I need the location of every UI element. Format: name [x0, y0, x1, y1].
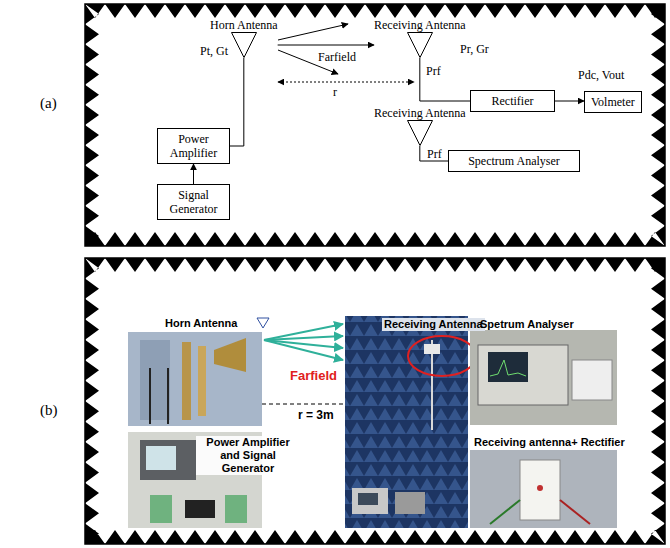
antenna-symbol	[231, 32, 257, 58]
analyser-box: Spectrum Analyser	[448, 150, 580, 172]
voltmeter-box: Volmeter	[584, 91, 642, 113]
node-label: Rectifier	[477, 94, 548, 108]
horn-photo	[128, 318, 269, 426]
absorber-teeth	[85, 258, 665, 544]
signal-name: Prf	[427, 147, 442, 161]
node-label: Volmeter	[591, 95, 635, 109]
rectifier-box: Rectifier	[470, 90, 555, 112]
signal-line	[420, 146, 448, 161]
distance-label: r = 3m	[298, 408, 334, 422]
node-label: Horn Antenna	[210, 18, 278, 32]
distance-line	[262, 404, 345, 405]
spectrum-analyser-photo	[470, 330, 617, 425]
node-label: Power Amplifier	[164, 132, 223, 160]
signal-line	[555, 101, 584, 102]
panel-frame	[85, 4, 665, 246]
panel-letter: (b)	[40, 402, 58, 419]
antenna-symbol	[407, 32, 433, 58]
photo-label: Receiving antenna+ Rectifier	[474, 436, 625, 449]
absorber-teeth	[85, 4, 665, 246]
panel-letter: (a)	[40, 95, 57, 112]
node-label: Signal Generator	[164, 188, 223, 216]
receiving-antenna: Receiving Antenna	[374, 106, 466, 146]
photo-label: Receiving Antenna	[382, 318, 485, 331]
photo-label: Horn Antenna	[165, 317, 237, 330]
amplifier-box: Power Amplifier	[157, 128, 230, 164]
farfield-arrows	[278, 24, 348, 74]
generator-box: Signal Generator	[157, 184, 230, 220]
node-label: Receiving Antenna	[374, 18, 466, 32]
chamber-photo	[345, 316, 476, 528]
node-label: Spectrum Analyser	[455, 154, 573, 168]
signal-line	[278, 45, 374, 46]
anechoic-chamber	[85, 4, 665, 544]
signal-name: Prf	[426, 64, 441, 78]
photo-label: Power Amplifier and Signal Generator	[196, 436, 300, 475]
region-label: Farfield	[318, 50, 356, 64]
antenna-parameters: Pr, Gr	[460, 42, 489, 56]
farfield-arrows	[264, 324, 343, 360]
panel-frame	[85, 258, 665, 544]
distance-label: r	[333, 85, 337, 99]
receiving-antenna: Receiving Antenna	[374, 18, 466, 58]
rectifier-photo	[470, 450, 617, 528]
region-label: Farfield	[290, 368, 337, 383]
node-label: Receiving Antenna	[374, 106, 466, 120]
antenna-symbol	[407, 120, 433, 146]
signal-line	[420, 58, 470, 101]
signal-line	[193, 164, 194, 184]
distance-line	[278, 82, 414, 83]
antenna-parameters: Pt, Gt	[200, 44, 228, 58]
signal-name: Pdc, Vout	[578, 68, 624, 82]
photo-label: Spetrum Analyser	[480, 318, 574, 331]
signal-line	[230, 58, 244, 146]
